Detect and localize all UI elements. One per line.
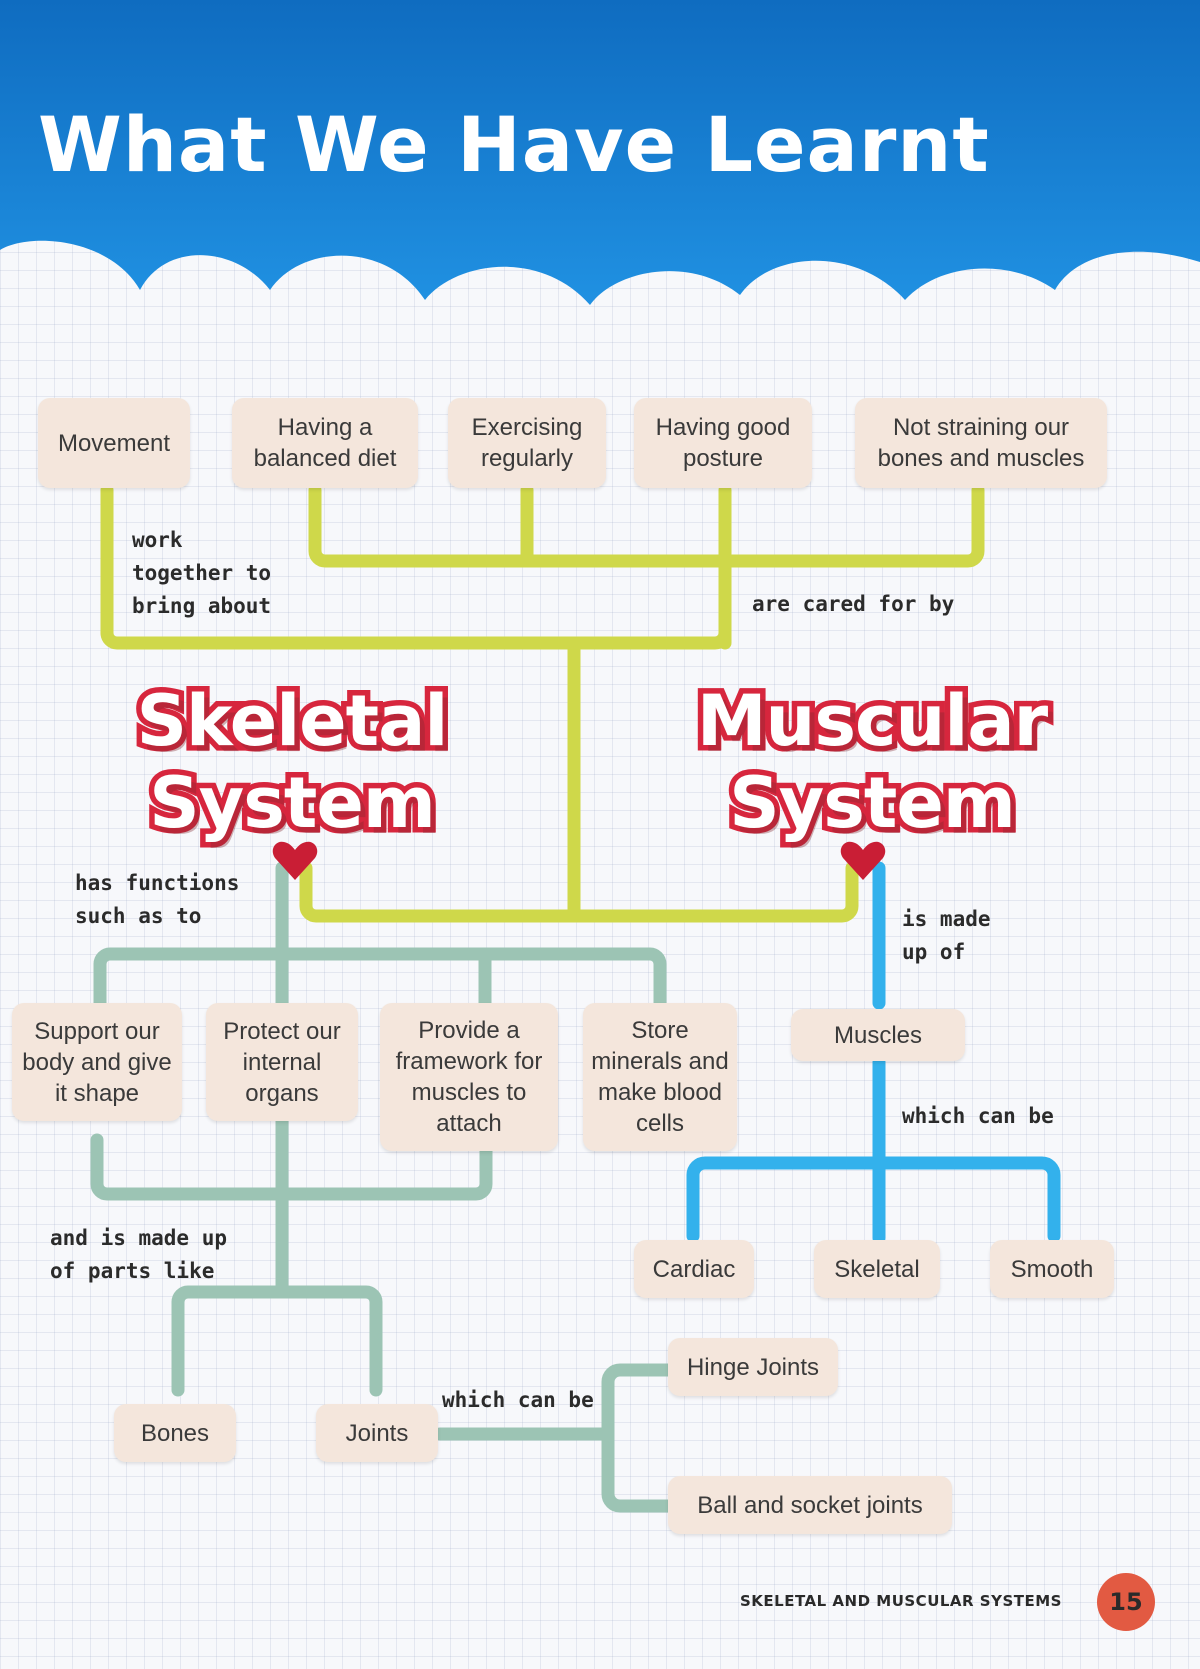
label-which-can-be-joints: which can be	[442, 1388, 594, 1412]
box-skeletal-muscle: Skeletal	[814, 1240, 940, 1298]
box-joints: Joints	[316, 1404, 438, 1462]
label-has-functions: has functions such as to	[75, 871, 240, 928]
blue-connectors	[686, 861, 1061, 1245]
box-provide-framework: Provide a framework for muscles to attac…	[380, 1003, 558, 1151]
box-ball-socket: Ball and socket joints	[668, 1476, 952, 1534]
label-cared-for: are cared for by	[752, 592, 955, 616]
header-banner	[0, 0, 1200, 305]
muscular-system-title: Muscular System	[691, 675, 1053, 850]
box-support-body: Support our body and give it shape	[12, 1003, 182, 1121]
box-muscles: Muscles	[791, 1009, 965, 1061]
box-store-minerals: Store minerals and make blood cells	[583, 1003, 737, 1151]
box-not-straining: Not straining our bones and muscles	[855, 398, 1107, 488]
page-title: What We Have Learnt	[38, 100, 990, 189]
box-smooth: Smooth	[990, 1240, 1114, 1298]
box-balanced-diet: Having a balanced diet	[232, 398, 418, 488]
box-bones: Bones	[114, 1404, 236, 1462]
box-movement: Movement	[38, 398, 190, 488]
label-which-can-be-muscles: which can be	[902, 1104, 1054, 1128]
box-hinge-joints: Hinge Joints	[668, 1338, 838, 1396]
page-number-badge: 15	[1097, 1573, 1155, 1631]
teal-connectors	[90, 861, 679, 1513]
label-work-together: work together to bring about	[132, 528, 272, 618]
chapter-footer: SKELETAL AND MUSCULAR SYSTEMS	[740, 1592, 1062, 1610]
box-cardiac: Cardiac	[634, 1240, 754, 1298]
banner-shape	[0, 0, 1200, 305]
box-good-posture: Having good posture	[634, 398, 812, 488]
yellow-connectors	[100, 483, 985, 923]
label-made-up-parts: and is made up of parts like	[50, 1226, 228, 1283]
box-exercising: Exercising regularly	[448, 398, 606, 488]
heart-icon	[840, 841, 886, 880]
box-protect-organs: Protect our internal organs	[206, 1003, 358, 1121]
heart-icon	[272, 841, 318, 880]
label-is-made-up-of: is made up of	[902, 907, 991, 964]
skeletal-system-title: Skeletal System	[131, 675, 454, 850]
